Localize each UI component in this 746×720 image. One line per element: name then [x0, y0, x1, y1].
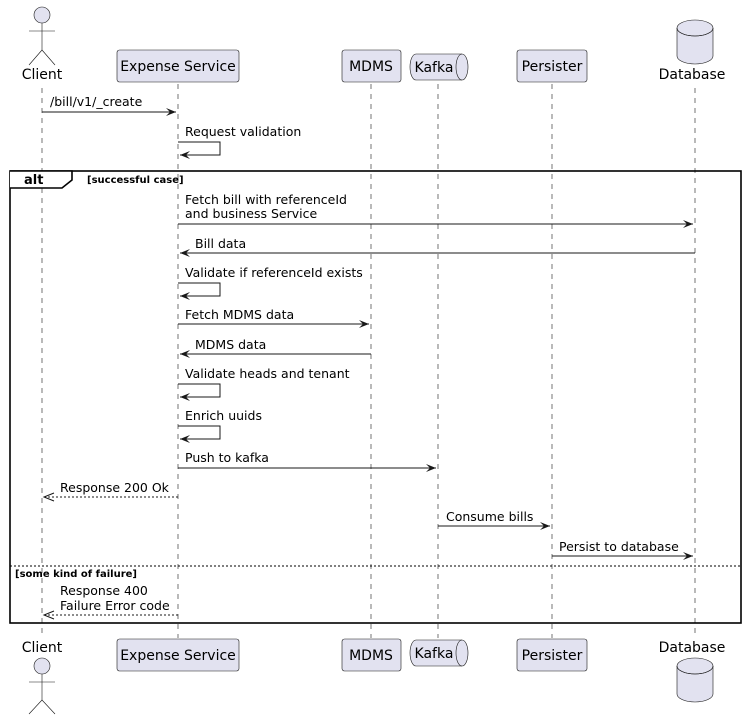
- message-label: MDMS data: [195, 337, 266, 352]
- database-icon: [676, 657, 714, 703]
- participant-label-expense-service-bottom: Expense Service: [120, 648, 236, 664]
- participant-label-mdms: MDMS: [349, 59, 393, 75]
- message-label: and business Service: [185, 206, 317, 221]
- participant-mdms-bottom: MDMS: [341, 638, 402, 672]
- alt-frame: alt [successful case] [some kind of fail…: [9, 170, 742, 624]
- actor-client-top: Client: [22, 6, 63, 83]
- message-fetch-mdms: Fetch MDMS data: [178, 307, 369, 328]
- message-label: /bill/v1/_create: [50, 94, 143, 109]
- participant-label-kafka-bottom: Kafka: [415, 646, 454, 662]
- message-validate-heads: Validate heads and tenant: [178, 366, 350, 401]
- else-condition: [some kind of failure]: [15, 569, 137, 580]
- participant-persister-bottom: Persister: [516, 638, 588, 672]
- message-label: Response 200 Ok: [60, 480, 170, 495]
- message-label: Enrich uuids: [185, 408, 262, 423]
- message-label: Validate if referenceId exists: [185, 265, 363, 280]
- participant-label-persister: Persister: [522, 59, 583, 75]
- message-label: Consume bills: [446, 509, 533, 524]
- alt-condition: [successful case]: [87, 175, 184, 186]
- participant-label-client: Client: [22, 67, 63, 83]
- participant-label-mdms-bottom: MDMS: [349, 648, 393, 664]
- message-label: Validate heads and tenant: [185, 366, 350, 381]
- message-mdms-data: MDMS data: [180, 337, 371, 358]
- database-top: Database: [659, 19, 726, 83]
- message-label: Request validation: [185, 124, 301, 139]
- alt-keyword: alt: [24, 173, 43, 188]
- participant-label-client-bottom: Client: [22, 640, 63, 656]
- message-create-request: /bill/v1/_create: [42, 94, 176, 116]
- message-bill-data: Bill data: [180, 236, 695, 257]
- participant-label-database-bottom: Database: [659, 640, 726, 656]
- message-label: Persist to database: [559, 539, 679, 554]
- message-push-kafka: Push to kafka: [178, 450, 436, 472]
- message-consume-bills: Consume bills: [438, 509, 550, 530]
- database-icon: [676, 19, 714, 65]
- participant-label-kafka: Kafka: [415, 60, 454, 76]
- message-fetch-bill: Fetch bill with referenceId and business…: [178, 192, 693, 228]
- message-label: Fetch MDMS data: [185, 307, 294, 322]
- actor-icon: [28, 657, 56, 715]
- message-label: Failure Error code: [60, 598, 170, 613]
- participant-label-database: Database: [659, 67, 726, 83]
- message-label: Bill data: [195, 236, 246, 251]
- message-validate-referenceid: Validate if referenceId exists: [178, 265, 363, 300]
- participant-expense-service-top: Expense Service: [116, 49, 240, 83]
- message-label: Push to kafka: [185, 450, 269, 465]
- message-request-validation: Request validation: [178, 124, 301, 159]
- message-response-200: Response 200 Ok: [42, 480, 178, 502]
- message-persist-database: Persist to database: [552, 539, 693, 560]
- message-label: Fetch bill with referenceId: [185, 192, 347, 207]
- database-bottom: Database: [659, 640, 726, 703]
- message-enrich-uuids: Enrich uuids: [178, 408, 262, 443]
- message-label: Response 400: [60, 583, 148, 598]
- queue-kafka-top: Kafka: [409, 53, 469, 81]
- actor-icon: [28, 6, 56, 66]
- participant-label-persister-bottom: Persister: [522, 648, 583, 664]
- actor-client-bottom: Client: [22, 640, 63, 715]
- queue-kafka-bottom: Kafka: [409, 639, 469, 667]
- participant-mdms-top: MDMS: [341, 49, 402, 83]
- participant-label-expense-service: Expense Service: [120, 59, 236, 75]
- message-response-400: Response 400 Failure Error code: [42, 583, 178, 620]
- participant-persister-top: Persister: [516, 49, 588, 83]
- participant-expense-service-bottom: Expense Service: [116, 638, 240, 672]
